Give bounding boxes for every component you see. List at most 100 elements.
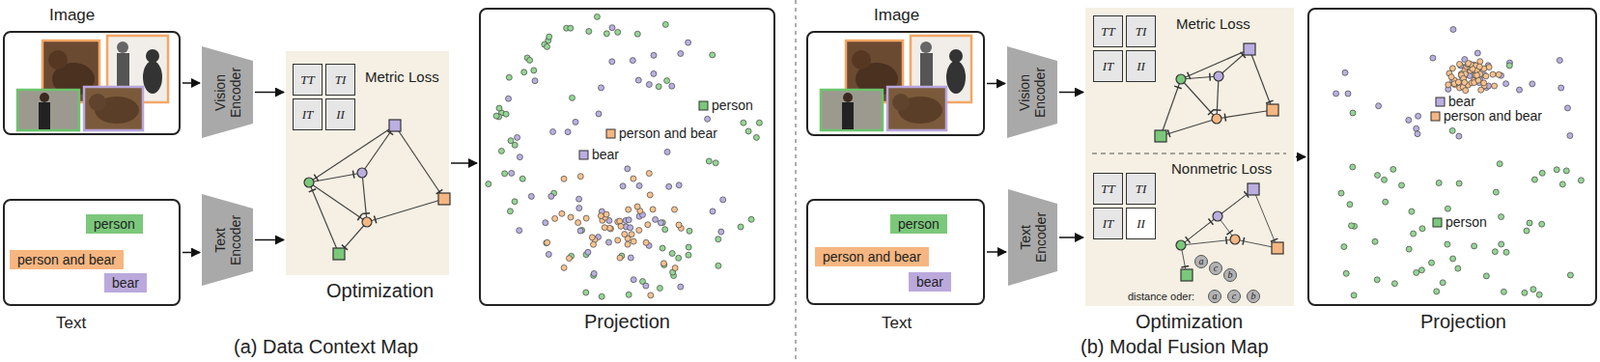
- scatter-dot: [669, 251, 675, 257]
- order-letter: b: [1228, 270, 1234, 281]
- scatter-dot: [1448, 74, 1455, 81]
- scatter-dot: [625, 291, 632, 298]
- metric-loss-area: Metric LossTTTIITII: [1085, 7, 1294, 154]
- scatter-dot: [756, 119, 762, 126]
- matrix-label: II: [1136, 58, 1146, 75]
- flow-arrow: [1059, 91, 1084, 94]
- scatter-dot: [675, 254, 682, 261]
- scatter-dot: [564, 129, 571, 136]
- scatter-dot: [1506, 62, 1513, 69]
- tag-text: person: [93, 216, 136, 232]
- loss-title: Nonmetric Loss: [1171, 160, 1272, 177]
- encoder-shape: [1008, 189, 1058, 286]
- scatter-dot: [1399, 182, 1405, 189]
- scatter-dot: [532, 78, 538, 85]
- scatter-dot: [1577, 177, 1584, 184]
- scatter-dot: [1444, 205, 1451, 212]
- scatter-dot: [531, 67, 537, 74]
- scatter-dot: [715, 236, 722, 243]
- graph-points: [1176, 183, 1284, 281]
- matrix-cell: TT: [292, 63, 323, 96]
- scatter-dot: [545, 252, 552, 258]
- tag-text: bear: [916, 274, 944, 290]
- scatter-dot: [1374, 277, 1380, 283]
- scatter-dot: [1465, 60, 1472, 67]
- graph-points: [304, 177, 314, 188]
- scatter-dot: [627, 224, 634, 231]
- scatter-dot: [643, 239, 649, 246]
- scatter-dot: [625, 206, 632, 213]
- scatter-dot: [542, 220, 549, 226]
- metric-graph: [1216, 110, 1273, 119]
- scatter-dot: [1559, 181, 1566, 188]
- text-tag: bear: [104, 273, 147, 293]
- matrix-label: II: [336, 107, 345, 123]
- scatter-dot: [1529, 81, 1536, 87]
- metric-graph: [362, 172, 367, 223]
- scatter-dot: [505, 74, 512, 81]
- scatter-dot: [561, 264, 567, 271]
- scatter-dot: [615, 237, 621, 244]
- scatter-dot: [1341, 244, 1348, 251]
- scatter-dot: [1471, 243, 1478, 250]
- scatter-dot: [745, 128, 752, 135]
- scatter-dot: [1338, 190, 1345, 197]
- point-label: person and bear: [618, 126, 718, 141]
- photo-collage: [17, 35, 169, 131]
- graph-points: [357, 168, 367, 178]
- scatter-dot: [1405, 246, 1412, 253]
- nonmetric-graph: [1180, 189, 1254, 246]
- scatter-dot: [603, 211, 610, 218]
- scatter-dot: [1478, 86, 1485, 93]
- order-caption: distance oder:: [1127, 290, 1195, 303]
- scatter-dot: [715, 262, 722, 269]
- scatter-dot: [1456, 133, 1462, 140]
- scatter-dot: [521, 69, 528, 76]
- encoder-shape: [1007, 46, 1058, 139]
- scatter-dot: [1523, 227, 1530, 234]
- point-label: bear: [1448, 94, 1476, 110]
- text-tag: person and bear: [9, 250, 124, 270]
- scatter-dot: [646, 192, 653, 198]
- scatter-dot: [655, 84, 662, 90]
- scatter-dot: [704, 115, 711, 122]
- encoder-label: Text Encoder: [212, 206, 244, 275]
- scatter-dot: [1476, 63, 1483, 70]
- metric-graph: [1180, 79, 1217, 119]
- matrix-cell: IT: [1093, 50, 1123, 83]
- scatter-dot: [656, 285, 663, 292]
- photo-collage: [116, 53, 130, 90]
- metric-graph: [1160, 118, 1217, 137]
- scatter-dot: [630, 277, 637, 283]
- matrix-cell: IT: [1093, 207, 1123, 240]
- subfigure-caption: (a) Data Context Map: [233, 336, 419, 358]
- metric-graph: [1160, 49, 1273, 137]
- panel-heading: Text: [56, 313, 86, 334]
- scatter-dot: [1492, 189, 1499, 196]
- scatter-dot: [559, 210, 565, 217]
- scatter-dot: [595, 111, 602, 117]
- scatter-dot: [677, 283, 684, 290]
- scatter-dot: [1415, 112, 1422, 119]
- scatter-dot: [1496, 161, 1503, 168]
- matrix-cell: II: [1125, 50, 1156, 83]
- scatter-dot: [1556, 57, 1563, 64]
- scatter-dot: [624, 241, 631, 248]
- point-label: bear: [591, 147, 619, 163]
- metric-graph: [1249, 49, 1273, 111]
- image-panel: Image: [2, 30, 181, 136]
- scatter-dot: [1390, 166, 1397, 172]
- scatter-dot: [1433, 288, 1440, 295]
- scatter-dot: [597, 213, 604, 220]
- scatter-dot: [619, 183, 626, 190]
- scatter-dot: [617, 254, 623, 261]
- scatter-dot: [748, 216, 755, 223]
- scatter-dot: [544, 43, 551, 50]
- scatter-dot: [740, 119, 747, 126]
- scatter-dot: [1439, 280, 1446, 286]
- scatter-dot: [675, 182, 682, 189]
- scatter-dot: [664, 148, 671, 155]
- photo-collage: [820, 35, 972, 131]
- scatter-dot: [576, 196, 583, 202]
